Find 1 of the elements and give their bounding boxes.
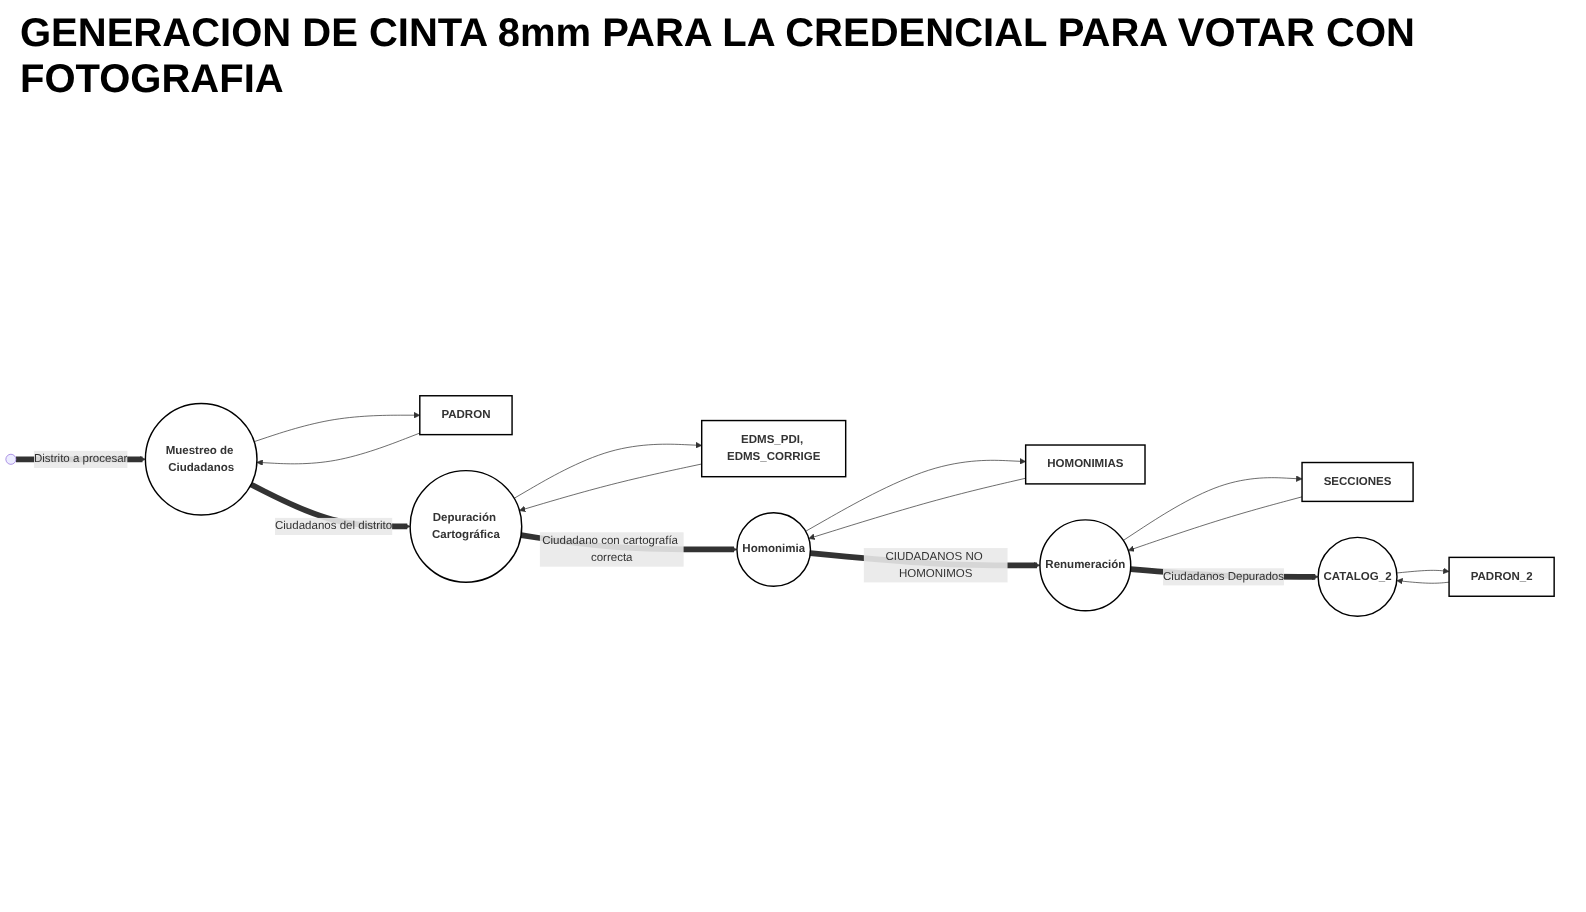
diagram-title: GENERACION DE CINTA 8mm PARA LA CREDENCIAL PARA VOTAR CON FOTOGRAFIA xyxy=(20,12,1417,104)
